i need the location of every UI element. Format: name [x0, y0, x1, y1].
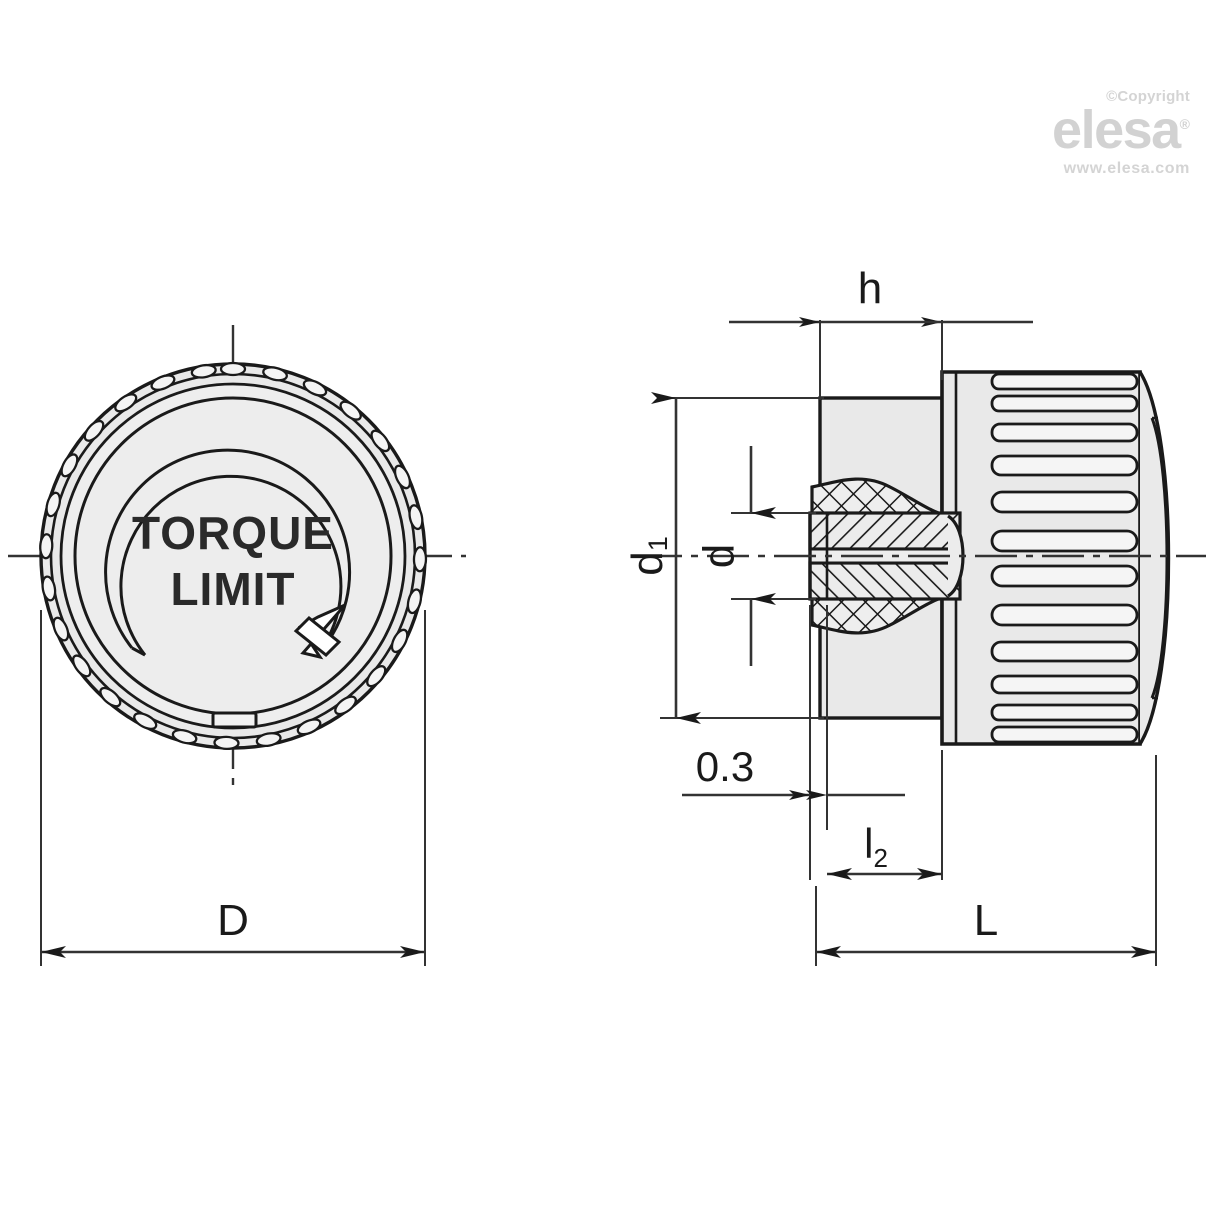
knob-label-line2: LIMIT — [170, 563, 295, 615]
rotation-arc-groove — [104, 448, 352, 657]
dimension-h: h — [729, 264, 1033, 400]
dimension-d1: d1 — [623, 392, 824, 724]
threaded-insert — [808, 477, 965, 635]
registered-trademark-icon: ® — [1179, 116, 1190, 132]
grip-ribs — [990, 372, 1139, 744]
watermark-url: www.elesa.com — [1063, 160, 1190, 178]
knob-cap-dome-inner — [1150, 417, 1169, 699]
dimension-clearance: 0.3 — [682, 605, 905, 880]
insert-thread-band-lower — [808, 561, 962, 601]
watermark-copyright: ©Copyright — [1106, 88, 1190, 105]
dimension-D: D — [41, 896, 425, 958]
section-view: h d1 — [623, 264, 1206, 966]
front-view: TORQUE LIMIT D — [8, 325, 466, 966]
dimension-d1-label: d1 — [623, 536, 674, 576]
dimension-D-label: D — [217, 896, 249, 945]
knob-label-line1: TORQUE — [132, 507, 334, 559]
dimension-h-label: h — [858, 264, 882, 313]
dimension-L: L — [815, 755, 1157, 966]
dimension-l2: l2 — [827, 750, 943, 880]
dimension-d: d — [695, 446, 816, 666]
dimension-l2-label: l2 — [864, 820, 888, 873]
watermark-brand-text: elesa — [1052, 100, 1181, 160]
dim-h-extension-lines — [819, 320, 943, 400]
knob-rim-knurl-dimples — [39, 361, 428, 751]
watermark-brand: elesa® — [1052, 103, 1190, 157]
index-marker-tab — [211, 711, 258, 729]
dimension-L-label: L — [974, 896, 998, 945]
dimension-clearance-label: 0.3 — [696, 743, 754, 790]
rotation-arrow-head — [293, 603, 347, 660]
dim-clearance-extension-lines — [809, 605, 828, 880]
insert-thread-band-upper — [808, 511, 962, 551]
knob-cap-dome-ticks — [1152, 416, 1158, 700]
dim-D-extension-lines — [40, 610, 426, 966]
dimension-d-label: d — [695, 544, 744, 568]
watermark: ©Copyright elesa® www.elesa.com — [1052, 88, 1190, 178]
